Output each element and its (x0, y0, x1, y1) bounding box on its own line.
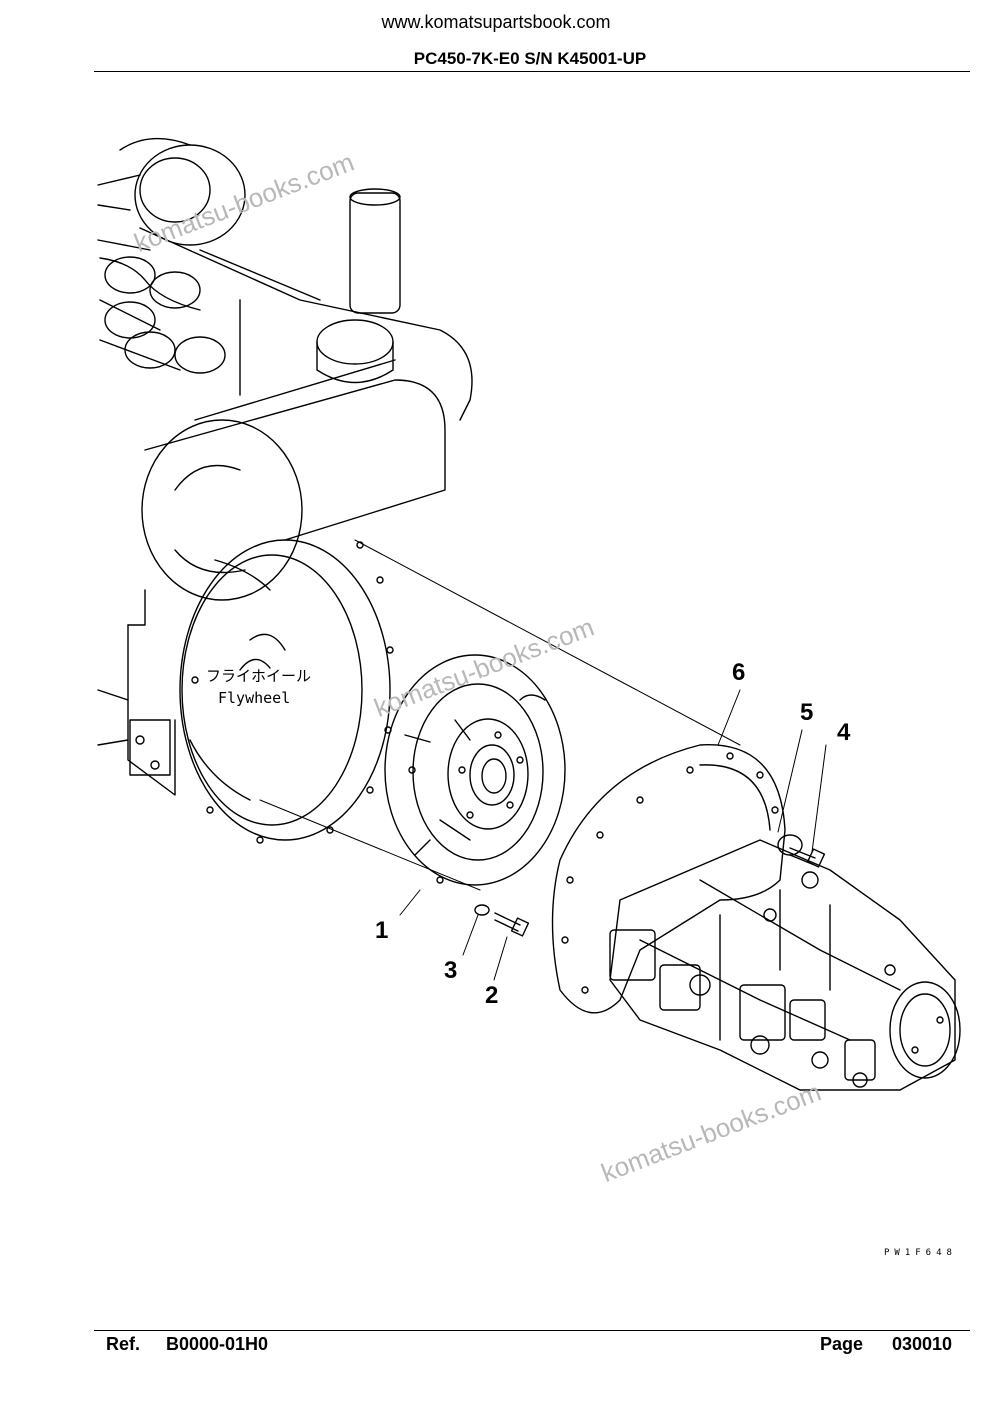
bolt-and-washer (474, 904, 530, 937)
flywheel-housing (179, 539, 394, 844)
callout-3: 3 (444, 957, 457, 984)
bolt-part-4 (789, 847, 826, 868)
callout-leaders (399, 689, 827, 981)
parts-diagram: 1 2 3 4 5 6 フライホイール Flywheel (97, 137, 961, 1091)
header-rule (94, 71, 970, 72)
callout-2: 2 (485, 982, 498, 1009)
flywheel-label-en: Flywheel (218, 689, 290, 707)
page-label: Page (820, 1334, 864, 1354)
callout-6: 6 (732, 659, 745, 686)
flywheel-label-jp: フライホイール (206, 667, 311, 685)
page-value: 030010 (892, 1334, 953, 1354)
callout-4: 4 (837, 719, 851, 746)
model-title: PC450-7K-E0 S/N K45001-UP (413, 49, 647, 68)
ref-value: B0000-01H0 (166, 1334, 269, 1354)
site-url: www.komatsupartsbook.com (381, 12, 611, 32)
footer-rule (94, 1330, 970, 1331)
pump-assembly (551, 744, 961, 1091)
ref-label: Ref. (106, 1334, 141, 1354)
callout-1: 1 (375, 917, 388, 944)
damper-disc (384, 654, 566, 886)
callout-5: 5 (800, 699, 813, 726)
engine-drawing (97, 137, 473, 796)
drawing-code: PW1F648 (884, 1248, 957, 1258)
